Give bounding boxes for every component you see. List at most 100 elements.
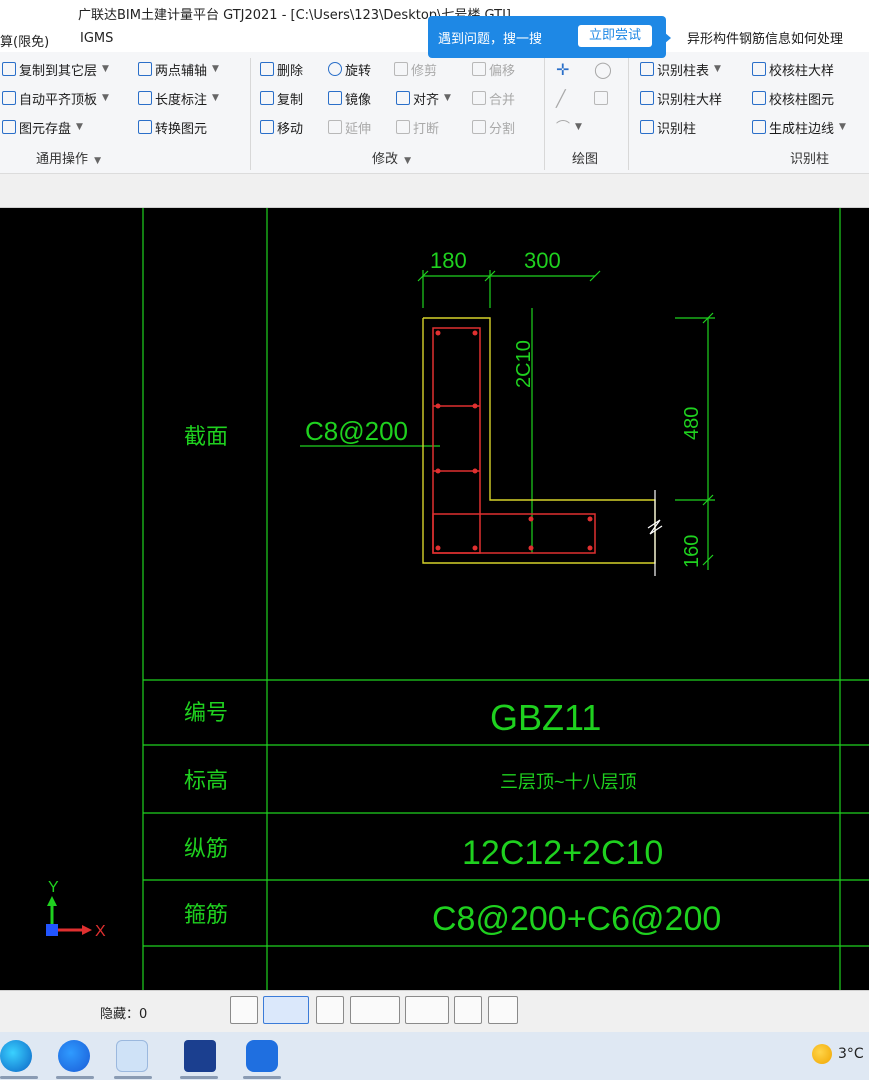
offset-snap-button[interactable] <box>405 996 449 1024</box>
break-symbol <box>647 519 663 535</box>
identify-col-table-button[interactable]: 识别柱表▼ <box>640 58 721 80</box>
dim-tick <box>702 312 714 324</box>
edge-line-icon <box>752 120 766 134</box>
cad-canvas[interactable]: 180 300 C8@200 2C10 480 160 截面 编号 标高 纵筋 … <box>0 208 869 990</box>
auto-align-slab-button[interactable]: 自动平齐顶板▼ <box>2 87 109 109</box>
break-icon <box>396 120 410 134</box>
group-label-modify[interactable]: 修改 ▼ <box>372 152 412 167</box>
hidden-count: 隐藏：0 <box>100 1007 148 1022</box>
gen-col-edge-button[interactable]: 生成柱边线▼ <box>752 116 846 138</box>
divider <box>250 58 251 170</box>
y-arrowhead <box>47 896 57 906</box>
dim-480-label: 480 <box>681 407 703 440</box>
phone-icon[interactable] <box>246 1040 278 1072</box>
rebar-dot <box>528 516 534 522</box>
save-disk-icon <box>2 120 16 134</box>
identify-col-detail-button[interactable]: 识别柱大样 <box>640 87 722 109</box>
extend-icon <box>328 120 342 134</box>
menu-item-igms[interactable]: IGMS <box>80 31 114 46</box>
break-button[interactable]: 打断 <box>396 116 439 138</box>
copy-icon <box>260 91 274 105</box>
copy-button[interactable]: 复制 <box>260 87 303 109</box>
merge-icon <box>472 91 486 105</box>
convert-icon <box>138 120 152 134</box>
check-col-detail-button[interactable]: 校核柱大样 <box>752 58 834 80</box>
identify-col-button[interactable]: 识别柱 <box>640 116 696 138</box>
t-app-icon[interactable] <box>116 1040 148 1072</box>
banner-message: 遇到问题，搜一搜 <box>438 32 543 47</box>
offset-button[interactable]: 偏移 <box>472 58 515 80</box>
arc-snap-button[interactable] <box>488 996 518 1024</box>
sun-icon <box>812 1044 832 1064</box>
arc-icon: ⌒ <box>556 120 570 136</box>
copy-layer-icon <box>2 62 16 76</box>
chevron-down-icon: ▼ <box>94 156 102 166</box>
trim-button[interactable]: 修剪 <box>394 58 437 80</box>
delete-button[interactable]: 删除 <box>260 58 303 80</box>
cross-select-button[interactable] <box>316 996 344 1024</box>
label-long-bar: 纵筋 <box>184 836 228 861</box>
length-dim-button[interactable]: 长度标注▼ <box>138 87 219 109</box>
weather-widget[interactable]: 3°C <box>812 1044 864 1064</box>
split-icon <box>472 120 486 134</box>
search-hint-input[interactable]: 异形构件钢筋信息如何处理 <box>684 28 847 47</box>
convert-elements-button[interactable]: 转换图元 <box>138 116 207 138</box>
qq-browser-icon[interactable] <box>58 1040 90 1072</box>
cad-icon[interactable] <box>184 1040 216 1072</box>
rotate-button[interactable]: 旋转 <box>328 58 371 80</box>
display-toggle-button[interactable] <box>454 996 482 1024</box>
label-number: 编号 <box>184 700 228 725</box>
rebar-dot <box>472 403 478 409</box>
copy-to-other-layer-button[interactable]: 复制到其它层▼ <box>2 58 109 80</box>
dim-300-label: 300 <box>524 248 561 273</box>
dim-tick <box>702 494 714 506</box>
try-now-button[interactable]: 立即尝试 <box>578 25 652 47</box>
draw-arc-button[interactable]: ⌒▼ <box>556 116 582 138</box>
mirror-button[interactable]: 镜像 <box>328 87 371 109</box>
rectangle-icon <box>594 91 608 105</box>
group-label-draw: 绘图 <box>572 152 599 167</box>
two-point-axis-button[interactable]: 两点辅轴▼ <box>138 58 219 80</box>
move-icon <box>260 120 274 134</box>
divider <box>544 58 545 170</box>
rebar-stirrup <box>432 513 596 554</box>
window-title: 广联达BIM土建计量平台 GTJ2021 - [C:\Users\123\Des… <box>78 8 511 23</box>
check-col-elem-button[interactable]: 校核柱图元 <box>752 87 834 109</box>
mirror-icon <box>328 91 342 105</box>
chevron-down-icon: ▼ <box>839 122 846 132</box>
line-icon: ╱ <box>556 88 566 108</box>
chevron-down-icon: ▼ <box>404 156 412 166</box>
menu-bar: 算(限免) IGMS <box>0 26 869 50</box>
align-slab-icon <box>2 91 16 105</box>
detail-scan-icon <box>640 91 654 105</box>
chevron-down-icon: ▼ <box>102 64 109 74</box>
property-strip <box>0 174 869 208</box>
draw-point-button[interactable]: ✛ <box>556 58 569 80</box>
circle-icon: ◯ <box>594 59 612 79</box>
draw-line-button[interactable]: ╱ <box>556 87 566 109</box>
weather-temp: 3°C <box>838 1046 864 1062</box>
align-button[interactable]: 对齐▼ <box>396 87 451 109</box>
taskbar-active-indicator <box>243 1076 281 1079</box>
save-elements-button[interactable]: 图元存盘▼ <box>2 116 83 138</box>
label-elevation: 标高 <box>184 768 228 793</box>
split-button[interactable]: 分割 <box>472 116 515 138</box>
group-label-general[interactable]: 通用操作 ▼ <box>36 152 102 167</box>
label-section: 截面 <box>184 424 228 449</box>
stirrup-note-label: C8@200 <box>305 416 408 446</box>
merge-button[interactable]: 合并 <box>472 87 515 109</box>
trash-icon <box>260 62 274 76</box>
edge-icon[interactable] <box>0 1040 32 1072</box>
ortho-snap-button[interactable] <box>230 996 258 1024</box>
taskbar: 3°C <box>0 1032 869 1080</box>
cad-drawing[interactable]: 180 300 C8@200 2C10 480 160 截面 编号 标高 纵筋 … <box>0 208 869 990</box>
draw-circle-button[interactable]: ◯ <box>594 58 612 80</box>
draw-rect-button[interactable] <box>594 87 608 109</box>
move-button[interactable]: 移动 <box>260 116 303 138</box>
extend-button[interactable]: 延伸 <box>328 116 371 138</box>
dim-tick <box>589 270 601 282</box>
rect-select-button[interactable] <box>263 996 309 1024</box>
menu-item-account[interactable]: 算(限免) <box>0 35 50 50</box>
x-axis-label: X <box>95 923 106 940</box>
angle-snap-button[interactable] <box>350 996 400 1024</box>
